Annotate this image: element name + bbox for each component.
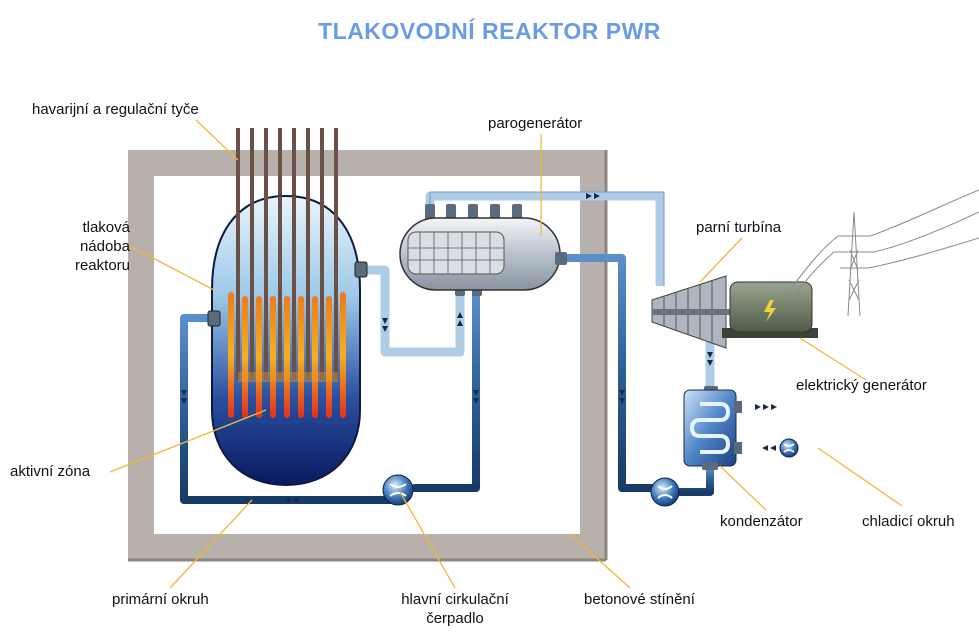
label-reactor-vessel-line3: reaktoru (74, 257, 130, 274)
steam-generator (399, 204, 567, 296)
secondary-steam-pipes-edge (429, 191, 665, 286)
label-primary-circuit: primární okruh (112, 591, 209, 608)
page-title: TLAKOVODNÍ REAKTOR PWR (318, 18, 661, 44)
active-core (228, 292, 346, 418)
lightning-icon (764, 300, 776, 322)
label-steam-turbine: parní turbína (696, 219, 782, 236)
leader-lines (109, 119, 903, 589)
concrete-shield (128, 150, 608, 562)
steam-turbine (651, 275, 730, 349)
power-pylon (789, 189, 979, 317)
label-reactor-vessel-line2: nádoba (79, 238, 130, 255)
vessel-nozzles (207, 261, 368, 327)
label-main-pump: hlavní cirkulační čerpadlo (380, 590, 530, 628)
label-main-pump-line2: čerpadlo (426, 610, 484, 627)
label-control-rods: havarijní a regulační tyče (32, 101, 199, 118)
label-condenser: kondenzátor (720, 513, 803, 530)
electric-generator (722, 281, 818, 338)
label-main-pump-line1: hlavní cirkulační (401, 591, 509, 608)
pump-icon (779, 438, 799, 458)
label-steam-generator: parogenerátor (488, 115, 583, 132)
pump-icon (382, 474, 414, 506)
label-reactor-vessel: tlaková nádoba reaktoru (40, 218, 130, 275)
pump-icon (650, 477, 680, 507)
label-concrete-shield: betonové stínění (584, 591, 695, 608)
label-electric-generator: elektrický generátor (796, 377, 927, 394)
label-cooling-circuit: chladicí okruh (862, 513, 955, 530)
flow-arrows (181, 193, 777, 503)
label-active-core: aktivní zóna (10, 463, 91, 480)
condenser (683, 386, 742, 470)
label-reactor-vessel-line1: tlaková (82, 219, 130, 236)
